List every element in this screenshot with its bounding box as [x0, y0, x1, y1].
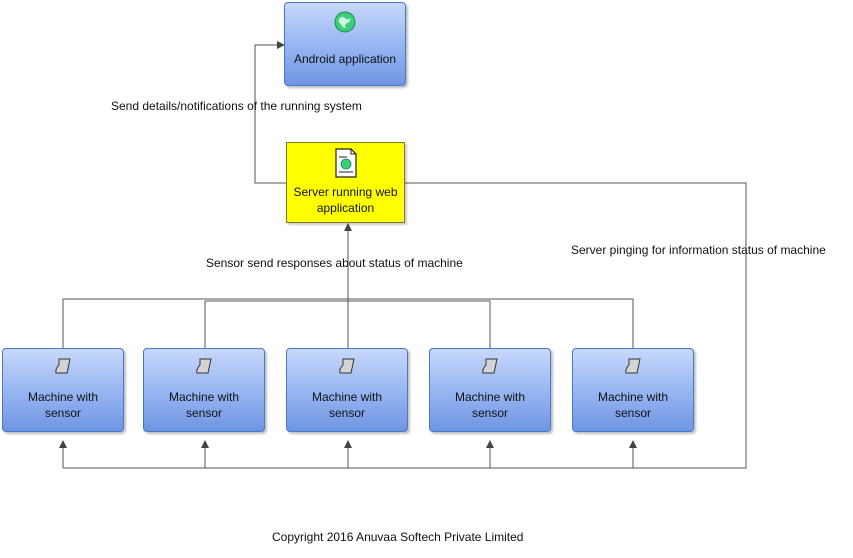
- machine-node-1[interactable]: Machine with sensor: [2, 348, 124, 432]
- sensor-icon: [482, 358, 498, 374]
- machine-label-2: Machine with sensor: [146, 389, 262, 421]
- edge-server-to-sensors: [63, 182, 747, 469]
- machine-label-5-line2: sensor: [614, 406, 652, 420]
- machine-label-4-line1: Machine with: [454, 390, 526, 404]
- globe-icon: [334, 11, 356, 33]
- machine-node-4[interactable]: Machine with sensor: [429, 348, 551, 432]
- web-page-icon: [334, 148, 357, 178]
- edge-label-sensors-to-server: Sensor send responses about status of ma…: [206, 256, 463, 270]
- machine-label-5-line1: Machine with: [597, 390, 669, 404]
- machine-label-4: Machine with sensor: [432, 389, 548, 421]
- sensor-icon: [196, 358, 212, 374]
- edge-label-server-to-sensors: Server pinging for information status of…: [571, 243, 826, 257]
- machine-label-2-line1: Machine with: [168, 390, 240, 404]
- machine-label-1-line2: sensor: [44, 406, 82, 420]
- response-link-5: [348, 298, 634, 348]
- sensor-icon: [55, 358, 71, 374]
- response-link-4: [348, 300, 491, 348]
- server-label: Server running web application: [289, 184, 402, 216]
- edge-server-to-android: [254, 41, 286, 184]
- server-label-line2: application: [316, 201, 375, 215]
- machine-label-3-line2: sensor: [328, 406, 366, 420]
- machine-node-3[interactable]: Machine with sensor: [286, 348, 408, 432]
- android-application-node[interactable]: Android application: [284, 2, 406, 86]
- sensor-icon: [625, 358, 641, 374]
- android-application-label: Android application: [293, 52, 397, 66]
- server-label-line1: Server running web: [293, 185, 398, 199]
- machine-label-5: Machine with sensor: [575, 389, 691, 421]
- sensor-icon: [339, 358, 355, 374]
- response-link-2: [204, 300, 348, 348]
- machine-label-1: Machine with sensor: [5, 389, 121, 421]
- edge-label-server-to-android: Send details/notifications of the runnin…: [111, 99, 362, 113]
- machine-label-3-line1: Machine with: [311, 390, 383, 404]
- machine-label-3: Machine with sensor: [289, 389, 405, 421]
- machine-node-2[interactable]: Machine with sensor: [143, 348, 265, 432]
- edge-sensors-to-server: [62, 298, 348, 348]
- machine-node-5[interactable]: Machine with sensor: [572, 348, 694, 432]
- copyright-footer: Copyright 2016 Anuvaa Softech Private Li…: [272, 530, 524, 544]
- machine-label-4-line2: sensor: [471, 406, 509, 420]
- machine-label-1-line1: Machine with: [27, 390, 99, 404]
- machine-label-2-line2: sensor: [185, 406, 223, 420]
- server-node[interactable]: Server running web application: [286, 142, 405, 223]
